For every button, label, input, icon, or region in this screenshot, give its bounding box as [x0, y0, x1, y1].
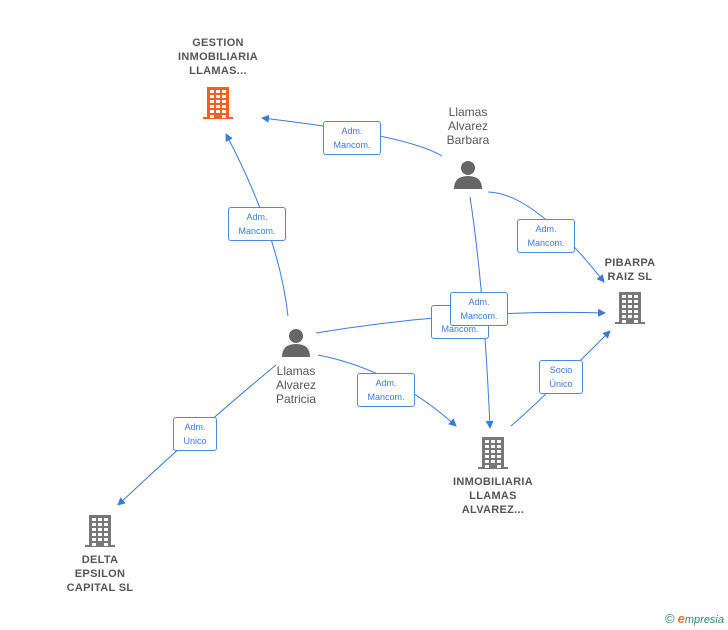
node-label-line: LLAMAS...	[189, 65, 247, 77]
node-label-pibarpa[interactable]: PIBARPA RAIZ SL	[590, 256, 670, 284]
building-icon[interactable]	[85, 515, 115, 547]
edge-label-line: Adm.	[341, 126, 363, 136]
edge-barbara-to-pibarpa	[487, 191, 605, 283]
node-label-line: LLAMAS	[469, 490, 517, 502]
brand-name: mpresia	[684, 614, 724, 626]
edge-label-barbara-to-inmobiliaria[interactable]: Adm. Mancom.	[450, 292, 508, 326]
node-label-delta[interactable]: DELTA EPSILON CAPITAL SL	[50, 553, 150, 595]
edge-label-line: Adm.	[375, 378, 397, 388]
building-icon[interactable]	[478, 437, 508, 469]
node-label-line: Alvarez	[447, 119, 488, 133]
node-label-gestion[interactable]: GESTION INMOBILIARIA LLAMAS...	[158, 36, 278, 78]
node-label-line: INMOBILIARIA	[453, 476, 533, 488]
footer-brand[interactable]: © empresia	[665, 611, 724, 626]
node-label-line: Llamas	[448, 105, 488, 119]
edge-label-line: Mancom.	[367, 392, 405, 402]
node-label-inmobiliaria[interactable]: INMOBILIARIA LLAMAS ALVAREZ...	[438, 475, 548, 517]
node-label-line: GESTION	[192, 37, 244, 49]
node-label-line: PIBARPA	[604, 257, 656, 269]
node-label-line: RAIZ SL	[607, 271, 653, 283]
edge-label-line: Mancom.	[460, 311, 498, 321]
building-icon[interactable]	[615, 292, 645, 324]
edge-label-line: Mancom.	[527, 238, 565, 248]
node-label-line: Patricia	[275, 392, 316, 406]
edge-label-patricia-to-delta[interactable]: Adm. Unico	[173, 417, 217, 451]
person-icon[interactable]	[282, 329, 310, 357]
edge-label-barbara-to-pibarpa[interactable]: Adm. Mancom.	[517, 219, 575, 253]
node-label-line: Barbara	[446, 133, 490, 147]
node-label-line: INMOBILIARIA	[178, 51, 258, 63]
edge-label-line: Adm.	[468, 297, 490, 307]
edge-label-line: Adm.	[535, 224, 557, 234]
nodes-layer	[85, 87, 645, 547]
building-icon[interactable]	[203, 87, 233, 119]
edge-label-line: Adm.	[184, 422, 206, 432]
edge-label-line: Mancom.	[333, 140, 371, 150]
edge-label-line: Adm.	[246, 212, 268, 222]
node-label-line: DELTA	[81, 554, 119, 566]
edge-label-barbara-to-gestion[interactable]: Adm. Mancom.	[323, 121, 381, 155]
edge-label-line: Unico	[183, 436, 207, 446]
copyright-symbol: ©	[664, 611, 675, 626]
brand-logo-icon: e	[677, 611, 685, 626]
node-label-line: EPSILON	[74, 568, 126, 580]
edge-label-line: Socio	[549, 365, 573, 375]
node-label-line: Llamas	[276, 364, 316, 378]
edge-label-line: Mancom.	[238, 226, 276, 236]
edge-label-patricia-to-gestion[interactable]: Adm. Mancom.	[228, 207, 286, 241]
edge-label-patricia-to-inmobiliaria[interactable]: Adm. Mancom.	[357, 373, 415, 407]
node-label-line: Alvarez	[275, 378, 316, 392]
person-icon[interactable]	[454, 161, 482, 189]
node-label-line: ALVAREZ...	[461, 504, 525, 516]
edge-label-line: Único	[549, 379, 573, 389]
node-label-line: CAPITAL SL	[66, 582, 134, 594]
edge-label-line: Mancom.	[441, 324, 479, 334]
